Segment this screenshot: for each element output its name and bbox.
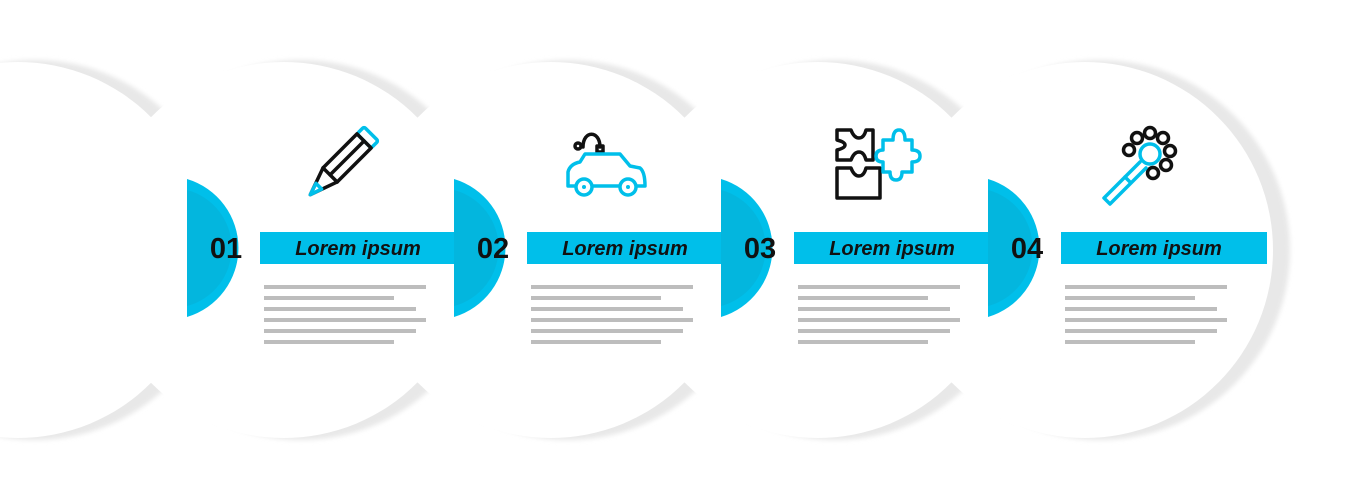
text-placeholder-1 <box>264 285 426 344</box>
text-placeholder-2 <box>531 285 693 344</box>
toy-car-icon <box>566 132 647 197</box>
step-number-2: 02 <box>477 233 509 265</box>
step-3: 03 Lorem ipsum <box>721 128 1000 344</box>
text-placeholder-4 <box>1065 285 1227 344</box>
step-title-4: Lorem ipsum <box>1096 238 1222 260</box>
number-tab-1 <box>187 179 239 317</box>
step-title-2: Lorem ipsum <box>562 238 688 260</box>
puzzle-icon <box>835 128 922 200</box>
number-tab-4 <box>988 179 1040 317</box>
step-title-1: Lorem ipsum <box>295 238 421 260</box>
pencil-icon <box>308 125 380 197</box>
circle-0 <box>0 62 206 438</box>
title-bar-2 <box>527 232 733 264</box>
step-1: 01 Lorem ipsum <box>187 125 466 344</box>
step-title-3: Lorem ipsum <box>829 238 955 260</box>
title-bar-1 <box>260 232 466 264</box>
step-4: 04 Lorem ipsum <box>988 125 1267 344</box>
number-tab-3 <box>721 179 773 317</box>
title-bar-4 <box>1061 232 1267 264</box>
text-placeholder-3 <box>798 285 960 344</box>
step-number-3: 03 <box>744 233 776 265</box>
title-bar-3 <box>794 232 1000 264</box>
step-2: 02 Lorem ipsum <box>454 132 733 344</box>
rattle-icon <box>1102 125 1178 206</box>
number-tab-2 <box>454 179 506 317</box>
step-number-4: 04 <box>1011 233 1043 265</box>
step-number-1: 01 <box>210 233 242 265</box>
